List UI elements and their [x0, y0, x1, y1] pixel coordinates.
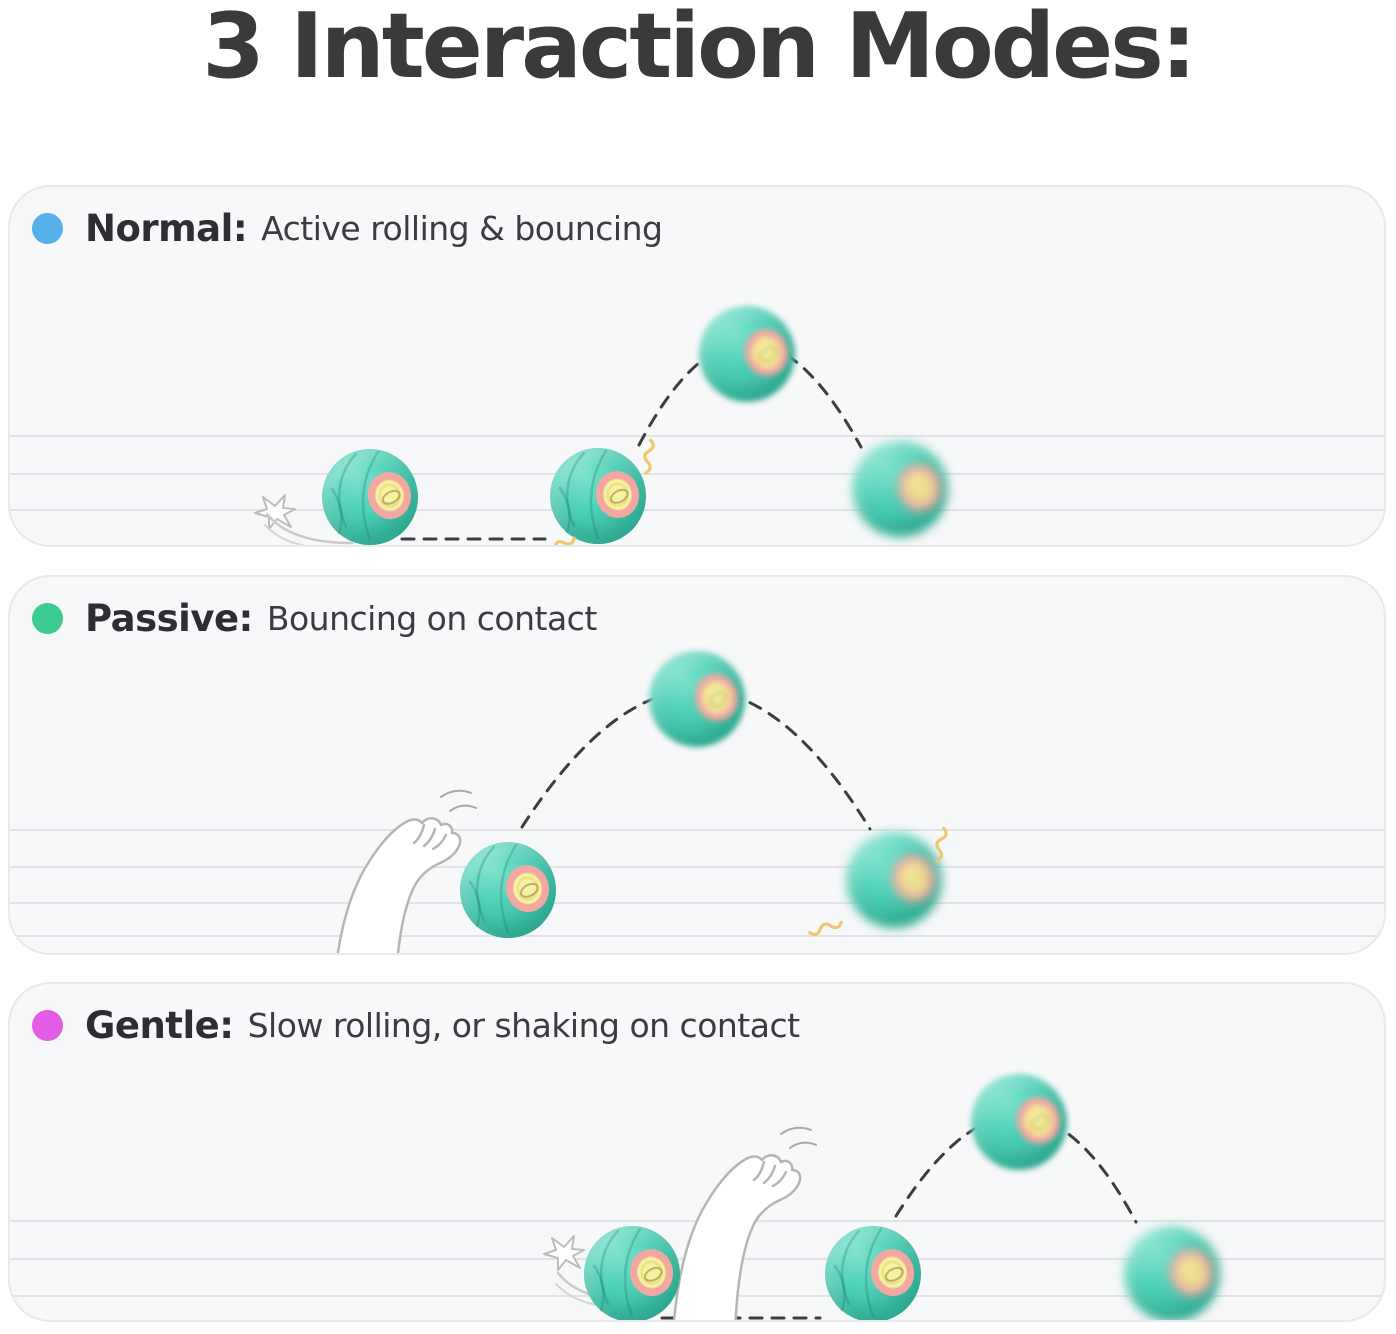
- ball-seam-lines: [833, 1227, 883, 1318]
- mode-dot-icon: [32, 603, 63, 634]
- toy-ball-bouncing: [649, 651, 745, 747]
- toy-ball: [584, 1226, 680, 1320]
- ball-seam-lines: [592, 1227, 642, 1318]
- ball-led-face: [691, 670, 743, 725]
- panel-passive-mode: Passive: Bouncing on contact: [8, 575, 1386, 955]
- ball-led-face: [1166, 1245, 1218, 1300]
- mode-label: Gentle:: [85, 1004, 234, 1047]
- vibration-squiggle-icon: [643, 438, 655, 475]
- toy-ball: [322, 449, 418, 545]
- page-title: 3 Interaction Modes:: [202, 0, 1197, 99]
- ball-led-face: [1013, 1093, 1065, 1148]
- mode-description: Slow rolling, or shaking on contact: [247, 1006, 800, 1045]
- floor-line: [10, 866, 1384, 868]
- mode-header-passive: Passive: Bouncing on contact: [32, 597, 597, 640]
- ball-seam-lines: [330, 450, 380, 541]
- ball-led-face: [894, 460, 946, 515]
- toy-ball: [825, 1226, 921, 1320]
- vibration-squiggle-icon: [935, 826, 948, 863]
- toy-ball-falling: [1124, 1226, 1220, 1320]
- mode-dot-icon: [32, 213, 63, 244]
- mode-label: Passive:: [85, 597, 253, 640]
- toy-ball-falling: [846, 832, 942, 928]
- vibration-squiggle-icon: [808, 920, 843, 936]
- impact-star-icon: [543, 1235, 585, 1271]
- vibration-squiggle-icon: [542, 536, 576, 545]
- toy-ball: [550, 448, 646, 544]
- panel-gentle-mode: Gentle: Slow rolling, or shaking on cont…: [8, 982, 1386, 1322]
- ball-seam-lines: [468, 843, 518, 934]
- cat-paw-icon: [336, 789, 477, 953]
- floor-line: [10, 829, 1384, 831]
- floor-line: [10, 473, 1384, 475]
- mode-header-gentle: Gentle: Slow rolling, or shaking on cont…: [32, 1004, 800, 1047]
- mode-header-normal: Normal: Active rolling & bouncing: [32, 207, 663, 250]
- toy-ball-falling: [852, 441, 948, 537]
- mode-label: Normal:: [85, 207, 248, 250]
- floor-line: [10, 435, 1384, 437]
- ball-seam-lines: [558, 449, 608, 540]
- toy-ball-bouncing: [699, 306, 795, 402]
- toy-ball-bouncing: [971, 1074, 1067, 1170]
- panel-normal-mode: Normal: Active rolling & bouncing: [8, 185, 1386, 547]
- floor-line: [10, 935, 1384, 937]
- floor-line: [10, 902, 1384, 904]
- mode-description: Bouncing on contact: [266, 599, 597, 638]
- cat-paw-icon: [672, 1126, 817, 1320]
- motion-swoosh-icon: [264, 512, 354, 545]
- mode-description: Active rolling & bouncing: [261, 209, 663, 248]
- floor-line: [10, 509, 1384, 511]
- mode-dot-icon: [32, 1010, 63, 1041]
- ball-led-face: [741, 325, 793, 380]
- toy-ball: [460, 842, 556, 938]
